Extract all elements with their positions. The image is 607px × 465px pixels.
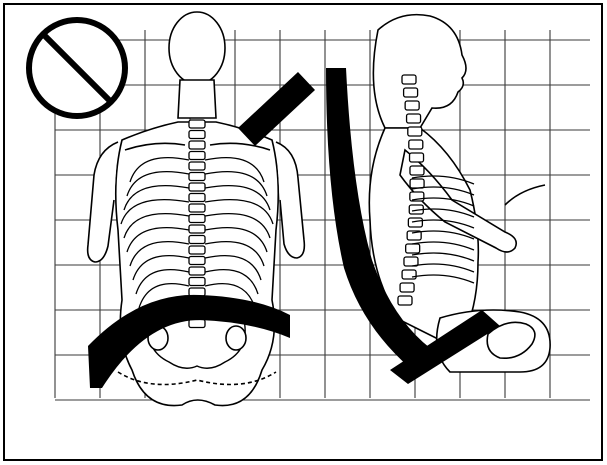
vertebra [189, 236, 205, 244]
vertebra [404, 88, 418, 97]
vertebra [409, 140, 423, 149]
vertebra [189, 320, 205, 328]
vertebra [405, 101, 419, 110]
hip-joint-right [226, 326, 246, 350]
vertebra [189, 194, 205, 202]
vertebra [410, 179, 424, 188]
vertebra [402, 270, 416, 279]
vertebra [189, 246, 205, 254]
vertebra [189, 120, 205, 128]
vertebra [189, 183, 205, 191]
vertebra [189, 141, 205, 149]
front-arm-left [88, 142, 118, 262]
front-neck [178, 80, 216, 118]
vertebra [189, 131, 205, 139]
vertebra [189, 288, 205, 296]
vertebra [407, 114, 421, 123]
vertebra [189, 257, 205, 265]
vertebra [408, 127, 422, 136]
vertebra [189, 215, 205, 223]
vertebra [402, 75, 416, 84]
vertebra [406, 244, 420, 253]
seat-back-outline [505, 185, 545, 205]
front-head [169, 12, 225, 84]
vertebra [410, 153, 424, 162]
vertebra [400, 283, 414, 292]
vertebra [189, 278, 205, 286]
vertebra [189, 152, 205, 160]
vertebra [398, 296, 412, 305]
side-head [373, 15, 466, 128]
vertebra [189, 162, 205, 170]
vertebra [189, 225, 205, 233]
prohibition-icon [29, 20, 125, 116]
vertebra [404, 257, 418, 266]
shoulder-belt-behind-back [238, 72, 315, 146]
vertebra [189, 267, 205, 275]
vertebra [410, 166, 424, 175]
vertebra [408, 218, 422, 227]
vertebra [189, 173, 205, 181]
vertebra [189, 204, 205, 212]
